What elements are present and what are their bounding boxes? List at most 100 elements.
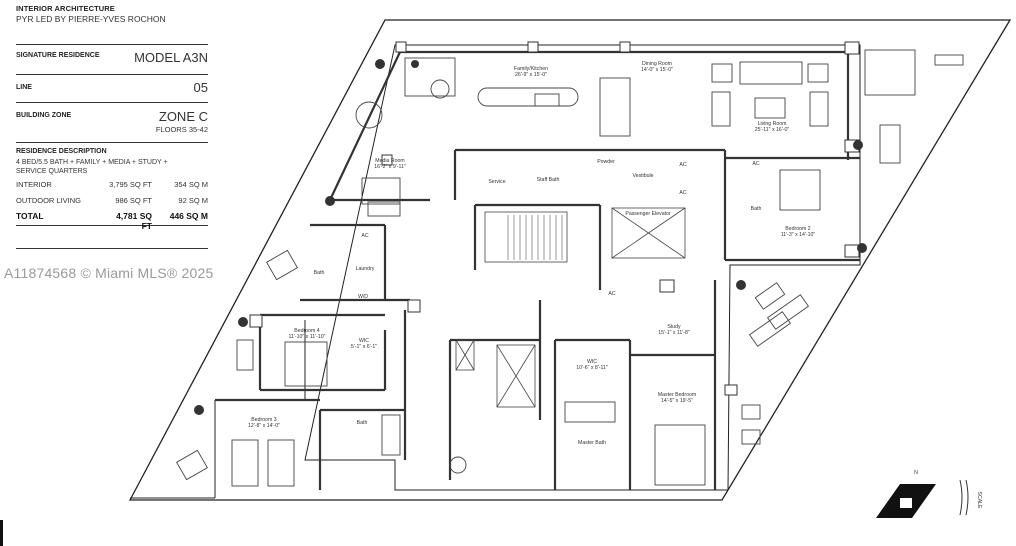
plant-2 — [411, 60, 419, 68]
ac-label-3: AC — [679, 190, 686, 196]
plant-1 — [375, 59, 385, 69]
zone-label: BUILDING ZONE — [16, 112, 72, 119]
interior-outline — [304, 44, 861, 491]
bed-4 — [284, 341, 328, 387]
family-kitchen-name: Family/Kitchen — [514, 66, 548, 72]
signature-section: SIGNATURE RESIDENCE MODEL A3N — [16, 44, 208, 75]
line-label: LINE — [16, 84, 32, 91]
lounge-chair-2 — [766, 294, 810, 330]
stair-treads — [507, 215, 563, 260]
ac-label-2: AC — [679, 162, 686, 168]
bedroom2-name: Bedroom 2 — [785, 226, 810, 232]
passenger-elevator-label: Passenger Elevator — [625, 211, 671, 217]
info-panel: INTERIOR ARCHITECTURE PYR LED BY PIERRE-… — [16, 2, 208, 249]
bed-2 — [779, 169, 821, 211]
wic-master-name: WIC — [587, 359, 597, 365]
wd-label: W/D — [358, 294, 368, 300]
terrace-dining-table — [879, 124, 901, 164]
terrace-round-table — [355, 101, 383, 129]
round-stool — [449, 456, 467, 474]
media-dims: 16'-2" x 9'-11" — [374, 164, 406, 170]
corner-mark — [0, 520, 3, 546]
left-lounge — [265, 249, 299, 281]
bath-b2-label: Bath — [751, 206, 762, 212]
study-name: Study — [667, 324, 681, 330]
ac-label-4: AC — [608, 291, 615, 297]
plants — [194, 59, 867, 415]
stair-core — [484, 211, 568, 263]
compass: N SCALE — [876, 470, 982, 518]
living-armchair-2 — [807, 63, 829, 83]
scale-label: SCALE — [976, 491, 982, 509]
service-elevator-box — [496, 344, 536, 408]
bottom-divider — [16, 248, 208, 249]
residence-label: RESIDENCE DESCRIPTION — [16, 148, 107, 155]
dining-name: Dining Room — [642, 61, 672, 67]
living-dims: 25'-11" x 16'-0" — [755, 127, 790, 133]
balcony-outline — [128, 19, 1012, 501]
ac-label-5: AC — [752, 161, 759, 167]
residence-description-2: SERVICE QUARTERS — [16, 168, 88, 175]
bed-3a — [231, 439, 259, 487]
floors-value: FLOORS 35-42 — [155, 125, 208, 134]
plant-7 — [194, 405, 204, 415]
plan-outline — [128, 19, 1012, 501]
ac-label-1: AC — [361, 233, 368, 239]
north-label: N — [914, 470, 918, 476]
living-armchair — [711, 63, 733, 83]
master-bedroom-name: Master Bedroom — [658, 392, 696, 398]
plant-8 — [238, 317, 248, 327]
terrace-bench — [934, 54, 964, 66]
zone-value: ZONE C — [158, 109, 208, 124]
shaft-box — [455, 339, 475, 371]
residence-section: RESIDENCE DESCRIPTION 4 BED/5.5 BATH + F… — [16, 142, 208, 231]
media-console — [367, 201, 401, 217]
plant-4 — [853, 140, 863, 150]
passenger-elevator-box — [611, 207, 686, 259]
bedroom3-name: Bedroom 3 — [251, 417, 276, 423]
master-bath-label: Master Bath — [578, 440, 606, 446]
plant-6 — [736, 280, 746, 290]
furniture — [175, 49, 964, 487]
master-bed — [654, 424, 706, 486]
family-sofa — [404, 57, 456, 97]
signature-label: SIGNATURE RESIDENCE — [16, 52, 100, 59]
living-name: Living Room — [758, 121, 787, 127]
vestibule-label: Vestibule — [632, 173, 653, 179]
room-labels: Family/Kitchen 26'-9" x 15'-0" Dining Ro… — [248, 61, 815, 446]
living-chair-left — [711, 91, 731, 127]
master-bedroom-dims: 14'-5" x 19'-5" — [661, 398, 693, 404]
wic-master-dims: 10'-6" x 8'-11" — [576, 365, 608, 371]
study-dims: 15'-1" x 11'-8" — [658, 330, 690, 336]
lounge-chair-1 — [754, 282, 786, 310]
dining-table — [599, 77, 631, 137]
left-lounge-2 — [175, 449, 209, 481]
bedroom4-dims: 11'-10" x 11'-10" — [289, 334, 326, 340]
terrace-sofa — [864, 49, 916, 96]
mls-watermark: A11874568 © Miami MLS® 2025 — [4, 265, 214, 281]
dining-dims: 14'-0" x 15'-0" — [641, 67, 673, 73]
bed-3b — [267, 439, 295, 487]
stair-elevator-cores — [455, 207, 686, 408]
wic4-name: WIC — [359, 338, 369, 344]
designer-credit: PYR LED BY PIERRE-YVES ROCHON — [16, 14, 166, 24]
bath3-tub — [381, 414, 401, 456]
walls — [215, 50, 860, 490]
bedroom3-dims: 12'-8" x 14'-0" — [248, 423, 280, 429]
laundry-label: Laundry — [356, 266, 375, 272]
left-cabinet — [236, 339, 254, 371]
bath3-label: Bath — [357, 420, 368, 426]
media-sofa — [361, 177, 401, 205]
kitchen-island — [477, 87, 579, 107]
window-frames — [249, 41, 860, 396]
scale-arcs-icon — [959, 479, 969, 516]
right-chair-2 — [741, 429, 761, 445]
right-chair — [741, 404, 761, 420]
coffee-table — [754, 97, 786, 119]
family-kitchen-dims: 26'-9" x 15'-0" — [515, 72, 547, 78]
model-value: MODEL A3N — [134, 50, 208, 65]
zone-section: BUILDING ZONE ZONE C FLOORS 35-42 — [16, 102, 208, 143]
living-chair-right — [809, 91, 829, 127]
living-sofa — [739, 61, 803, 85]
